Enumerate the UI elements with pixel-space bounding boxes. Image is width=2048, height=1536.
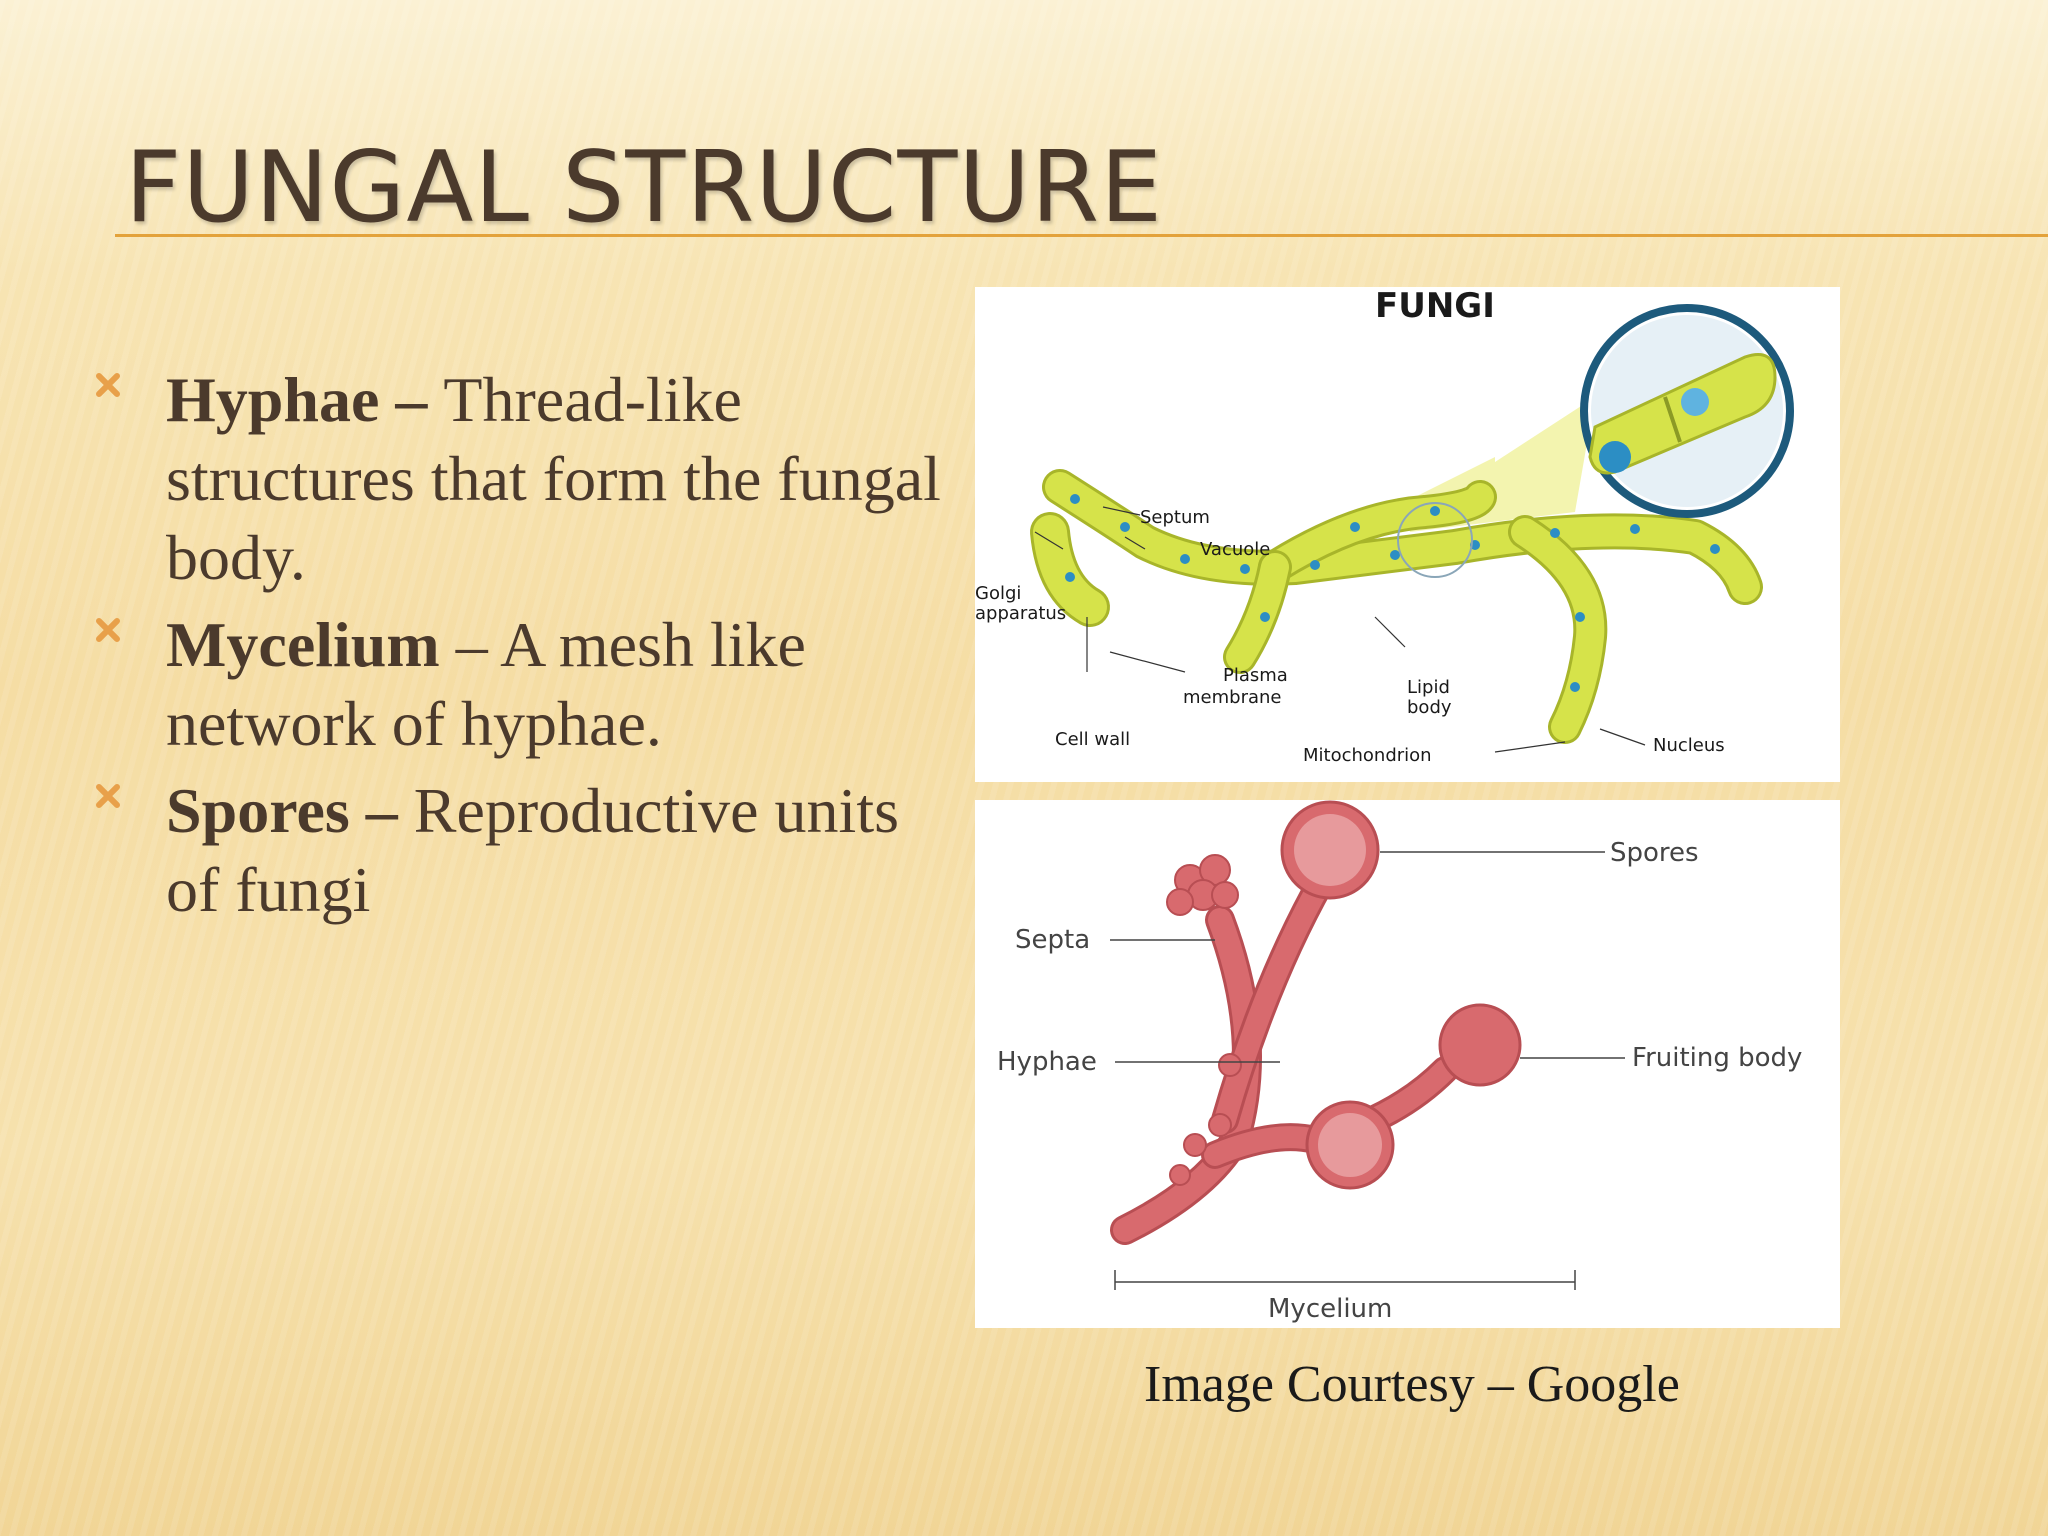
slide-title: FUNGAL STRUCTURE xyxy=(125,131,1164,245)
nuclei xyxy=(1065,494,1720,692)
label-plasma-1: Plasma xyxy=(1223,665,1288,686)
bullet-term: Spores xyxy=(166,775,350,846)
label-vacuole: Vacuole xyxy=(1200,539,1270,560)
label-septa: Septa xyxy=(1015,925,1090,955)
zoom-circle xyxy=(1397,502,1473,578)
bullet-text: Mycelium – A mesh like network of hyphae… xyxy=(166,605,948,763)
leader-lines xyxy=(1034,506,1646,753)
cross-bullet-icon xyxy=(96,373,120,397)
bullet-separator: – xyxy=(349,775,414,846)
label-plasma-2: membrane xyxy=(1183,687,1281,708)
cross-bullet-icon xyxy=(96,618,120,642)
spore-heads xyxy=(1166,800,1522,1190)
label-mitochondrion: Mitochondrion xyxy=(1303,745,1432,766)
label-cell-wall: Cell wall xyxy=(1055,729,1130,750)
image-caption: Image Courtesy – Google xyxy=(1144,1356,1680,1413)
label-lipid-2: body xyxy=(1407,697,1452,718)
label-golgi-2: apparatus xyxy=(975,603,1066,624)
bullet-term: Hyphae xyxy=(166,364,380,435)
bullet-term: Mycelium xyxy=(166,609,440,680)
bullet-separator: – xyxy=(439,609,501,680)
magnified-cell xyxy=(1580,304,1794,518)
diagram-title: FUNGI xyxy=(1375,287,1495,326)
bullet-text: Hyphae – Thread-like structures that for… xyxy=(166,360,948,597)
bullet-spores: Spores – Reproductive units of fungi xyxy=(88,771,948,929)
title-underline xyxy=(115,234,2048,237)
bullet-mycelium: Mycelium – A mesh like network of hyphae… xyxy=(88,605,948,763)
label-nucleus: Nucleus xyxy=(1653,735,1725,756)
bullet-description: A mesh like network of hyphae. xyxy=(166,609,806,759)
label-spores: Spores xyxy=(1610,838,1699,868)
bullet-list: Hyphae – Thread-like structures that for… xyxy=(88,360,948,937)
mycelium-diagram: Spores Septa Hyphae Fruiting body Myceli… xyxy=(975,800,1840,1328)
bullet-description: Reproductive units of fungi xyxy=(166,775,899,925)
bullet-hyphae: Hyphae – Thread-like structures that for… xyxy=(88,360,948,597)
cross-bullet-icon xyxy=(96,784,120,808)
label-lipid-1: Lipid xyxy=(1407,677,1450,698)
leader-lines xyxy=(1110,851,1625,1290)
label-golgi-1: Golgi xyxy=(975,583,1021,604)
bullet-description: Thread-like structures that form the fun… xyxy=(166,364,941,593)
bullet-text: Spores – Reproductive units of fungi xyxy=(166,771,948,929)
label-hyphae: Hyphae xyxy=(997,1047,1097,1077)
fungi-cell-diagram: FUNGI Septum Vacuole Golgi apparatus Pla… xyxy=(975,287,1840,782)
label-mycelium: Mycelium xyxy=(1268,1294,1392,1324)
label-fruiting-body: Fruiting body xyxy=(1632,1043,1802,1073)
bullet-separator: – xyxy=(379,364,444,435)
label-septum: Septum xyxy=(1140,507,1210,528)
